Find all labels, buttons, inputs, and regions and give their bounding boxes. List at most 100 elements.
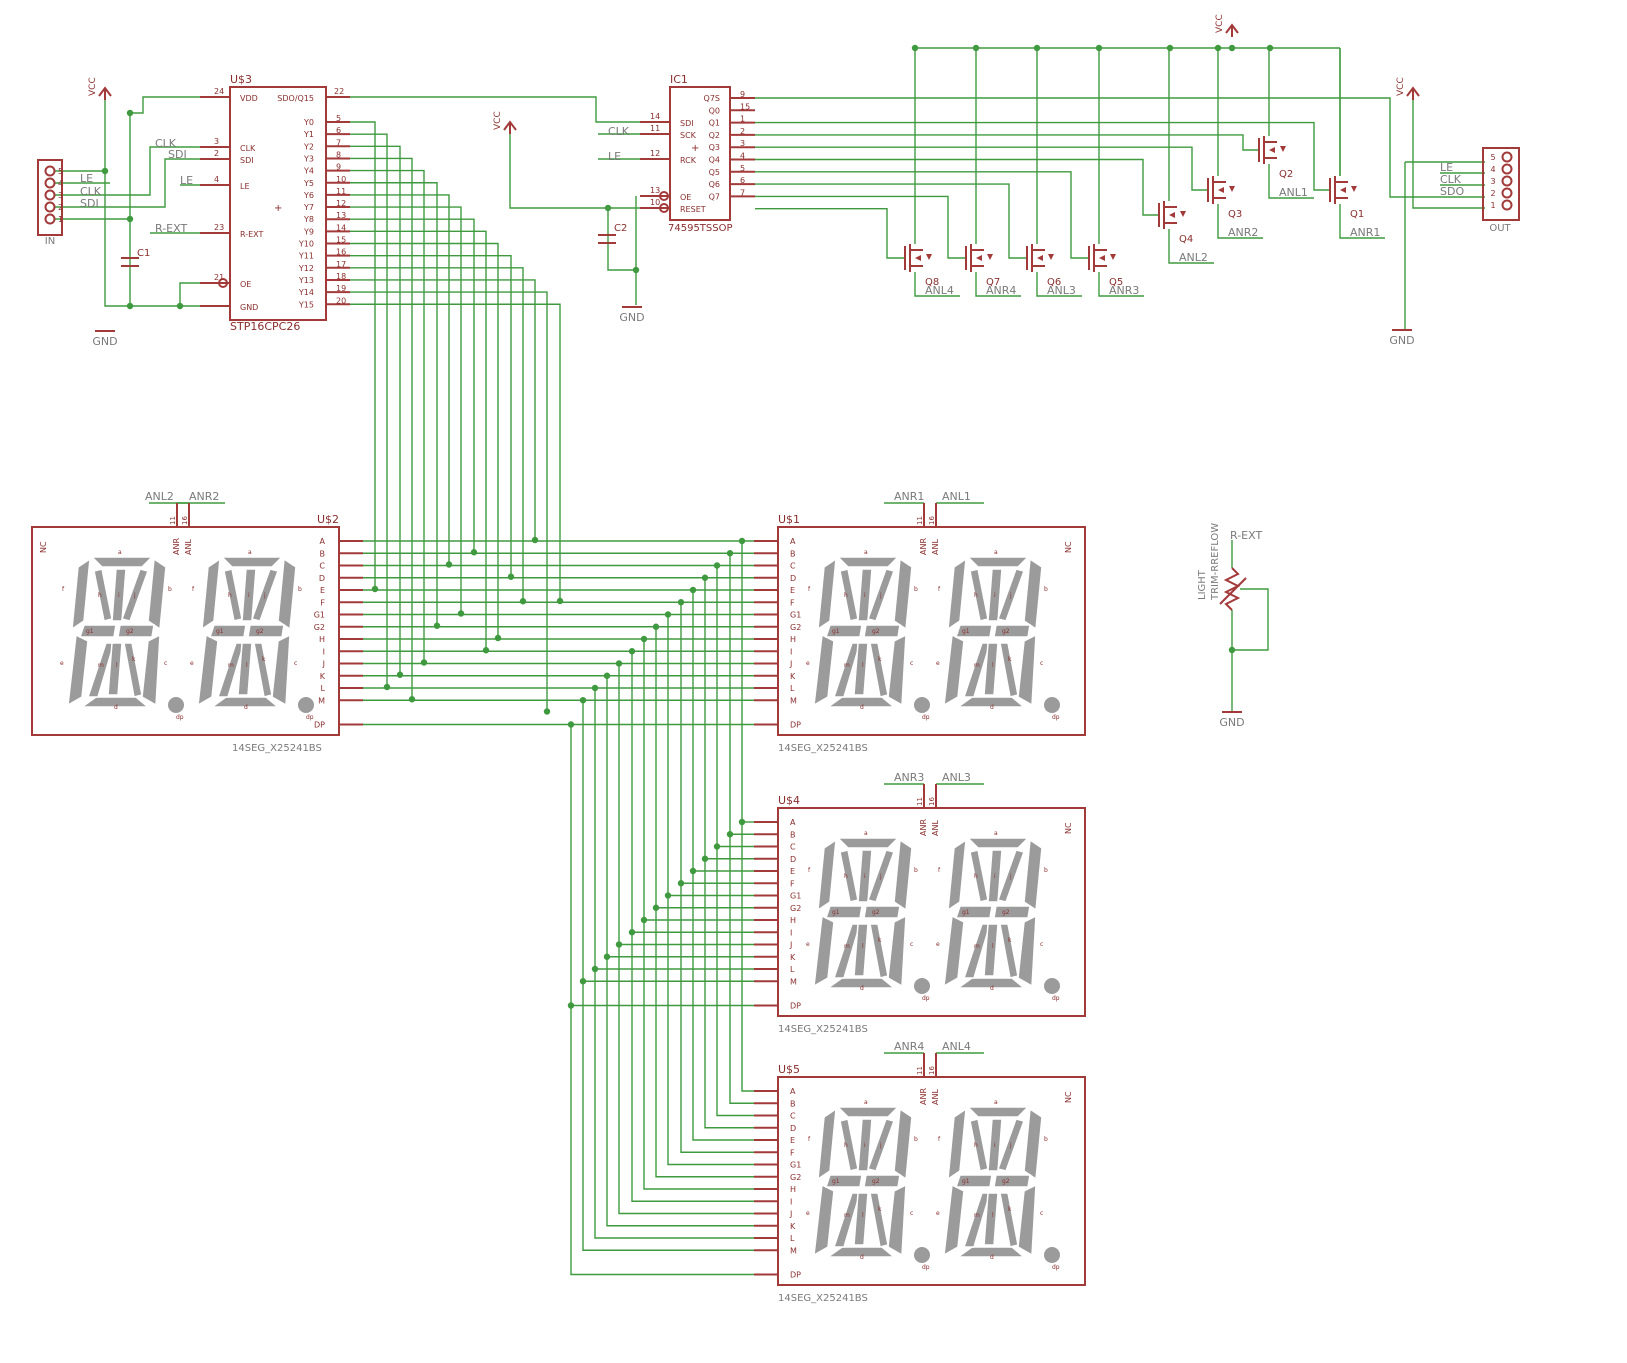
connector-in-pin-num: 3 [58,191,63,200]
segment-j [997,849,1025,903]
u3-pin-num: 3 [214,137,219,146]
segment-letter: l [862,1212,864,1219]
u3-y-label: Y14 [298,288,314,297]
display-pin-num: 16 [928,1066,936,1075]
ic1-q-label: Q7S [704,94,720,103]
net-label-rext: R-EXT [155,222,187,235]
display-anode-label: ANR [919,819,928,836]
segment-b [1023,838,1043,912]
wire [55,146,230,196]
connector-out-pin-num: 1 [1490,201,1495,210]
ic1-part: 74595TSSOP [668,223,733,234]
segment-k [869,1192,889,1248]
junction-dot [1228,44,1236,52]
labels-layer: 54321INLECLKSDIVCCGNDC1U$3STP16CPC2624VD… [39,14,1512,1304]
net-label-anode: ANR2 [1228,226,1258,239]
segment-letter: i [864,592,866,599]
wire [350,121,376,589]
segment-i [111,568,127,622]
segment-c [141,633,161,707]
ic1-reset-bubble-icon [659,203,669,213]
segment-letter: c [910,660,913,667]
net-label-anode: ANL2 [1179,251,1208,264]
wire [729,553,754,1104]
u3-y-num: 19 [336,284,346,293]
junction-dot [701,574,709,581]
wire [680,602,754,1153]
segment-letter: k [262,656,266,663]
display-pin-label: M [318,696,325,705]
segment-letter: j [879,592,882,599]
segment-letter: a [864,1099,868,1106]
connector-pin-icon [1501,175,1513,187]
wire [350,218,475,553]
segment-h [223,568,243,622]
segment-letter: a [864,830,868,837]
u3-y-num: 9 [336,163,341,172]
segment-letter: dp [1052,995,1060,1002]
trimmer-zigzag-icon [1223,567,1241,611]
wire [631,651,754,1202]
segment-letter: m [98,662,104,669]
u3-pin-num: 2 [214,149,219,158]
gnd-label: GND [619,311,644,324]
segment-letter: i [994,1142,996,1149]
segment-letter: g2 [1002,1178,1010,1185]
segment-letter: f [808,867,811,874]
net-label-sdi: SDI [80,197,99,210]
mosfet-arrow-icon [1269,147,1275,153]
segment-letter: m [228,662,234,669]
segment-dp [1044,1247,1060,1263]
display-pin-label: K [790,953,796,962]
segment-e [943,633,965,707]
u3-y-num: 20 [336,296,346,305]
display-pin-label: A [320,537,326,546]
segment-letter: b [914,1136,918,1143]
segment-letter: l [862,662,864,669]
display-pin-label: H [790,635,796,644]
display-part: 14SEG_X25241BS [232,743,322,754]
net-label-anode: ANL1 [942,490,971,503]
segment-letter: d [860,704,864,711]
segment-letter: h [844,592,848,599]
segment-letter: b [914,586,918,593]
display-pin-label: H [790,1185,796,1194]
display-pin-label: F [790,598,795,607]
junction-dot [126,302,134,310]
ic1-q-label: Q5 [709,168,720,177]
wire [350,267,524,602]
segment-h [93,568,113,622]
display-anode-label: ANL [184,539,193,555]
connector-pin-icon [44,213,56,225]
junction-dot [713,843,721,850]
mosfet-diode-icon [1351,186,1357,192]
junction-dot [591,684,599,692]
mosfet-diode-icon [1048,254,1054,260]
segment-letter: l [992,1212,994,1219]
ic1-pin-num: 13 [650,186,660,195]
segment-letter: c [1040,941,1043,948]
vcc-label: VCC [493,111,503,130]
u3-pin-num: 24 [214,87,224,96]
display-pin-num: 16 [181,516,189,525]
connector-pin-icon [44,189,56,201]
junction-dot [1266,44,1274,52]
trim-label-light: LIGHT [1197,569,1208,600]
segment-k [999,923,1019,979]
u3-y-label: Y6 [303,191,314,200]
segment-b [1023,1107,1043,1181]
u3-y-label: Y9 [303,227,314,236]
segment-letter: h [98,592,102,599]
u3-pin-label: VDD [240,94,258,103]
segment-letter: l [992,943,994,950]
segment-g1 [824,905,863,919]
junction-dot [408,696,416,703]
segment-i [987,568,1003,622]
connector-in-pin-num: 4 [58,179,63,188]
connector-out-pin-num: 3 [1490,177,1495,186]
u3-pin-label: R-EXT [240,230,264,239]
segment-letter: g1 [962,628,970,635]
segment-letter: f [938,867,941,874]
net-label-sdi: SDI [168,148,187,161]
connector-in-name: IN [45,236,55,247]
